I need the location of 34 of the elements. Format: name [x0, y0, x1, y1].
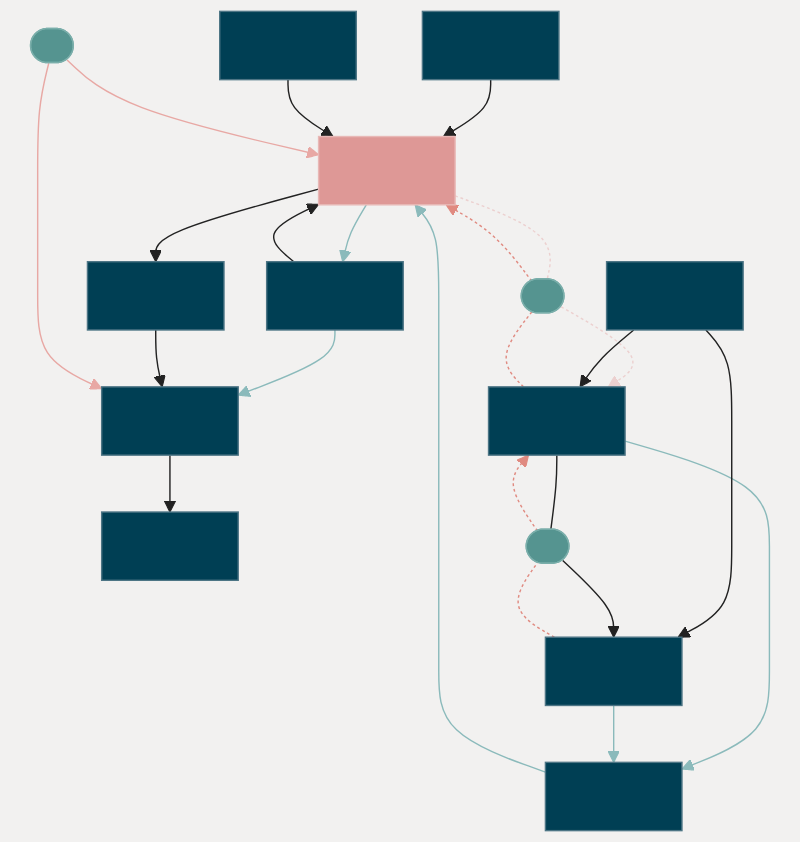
- node-box: [100, 511, 239, 581]
- node-box: [86, 261, 225, 331]
- node-box: [544, 761, 683, 832]
- arrow: [607, 704, 620, 763]
- arrow: [560, 306, 634, 388]
- arrow: [273, 203, 320, 263]
- node-box: [487, 386, 626, 456]
- arrow: [66, 59, 320, 159]
- arrow: [149, 188, 320, 263]
- connector: [517, 561, 556, 638]
- arrow: [512, 454, 539, 532]
- arrow: [442, 78, 492, 138]
- arrow: [287, 78, 334, 138]
- arrow: [36, 62, 103, 390]
- connector: [505, 311, 533, 388]
- arrow: [445, 204, 533, 282]
- node-box: [100, 386, 239, 456]
- connector: [550, 454, 558, 531]
- arrow: [677, 329, 733, 638]
- node-box: [317, 135, 456, 206]
- arrow: [579, 329, 635, 388]
- node-box: [421, 10, 560, 81]
- connector: [454, 195, 551, 281]
- arrow: [237, 329, 336, 397]
- node-box: [219, 10, 357, 81]
- arrow: [562, 559, 620, 638]
- arrow: [153, 329, 166, 388]
- node-box: [265, 261, 404, 331]
- arrow: [624, 440, 771, 771]
- node-box: [544, 636, 683, 707]
- arrow: [163, 454, 177, 513]
- arrow: [414, 204, 547, 773]
- arrow: [339, 204, 367, 263]
- node-box: [605, 261, 744, 331]
